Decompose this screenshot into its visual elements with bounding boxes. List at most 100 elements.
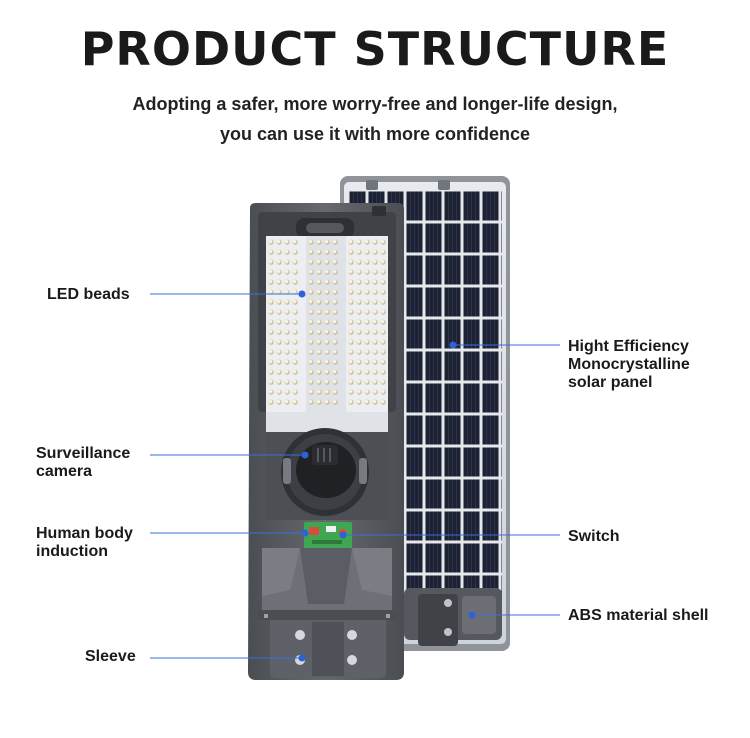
label-human-body-induction: Human body induction <box>36 525 133 561</box>
led-bead <box>364 269 370 275</box>
led-bead <box>356 319 362 325</box>
led-bead <box>372 369 378 375</box>
led-bead <box>324 349 330 355</box>
led-bead <box>348 359 354 365</box>
led-bead <box>332 359 338 365</box>
led-bead <box>292 249 298 255</box>
led-bead <box>348 239 354 245</box>
led-bead <box>308 259 314 265</box>
led-bead <box>380 309 386 315</box>
callout-dot-led-beads <box>298 290 306 298</box>
led-bead <box>332 299 338 305</box>
callout-dot-camera <box>301 451 309 459</box>
led-bead <box>356 399 362 405</box>
led-bead <box>356 349 362 355</box>
led-bead <box>292 379 298 385</box>
led-bead <box>284 269 290 275</box>
led-bead <box>316 389 322 395</box>
led-bead <box>364 379 370 385</box>
led-bead <box>324 289 330 295</box>
led-bead <box>332 349 338 355</box>
led-bead <box>316 259 322 265</box>
led-bead <box>356 239 362 245</box>
label-surveillance-line-1: Surveillance <box>36 445 131 462</box>
led-bead <box>308 269 314 275</box>
led-bead <box>324 319 330 325</box>
led-bead <box>356 339 362 345</box>
led-bead <box>276 339 282 345</box>
led-bead <box>380 279 386 285</box>
led-bead <box>308 299 314 305</box>
led-bead <box>308 339 314 345</box>
led-bead <box>268 319 274 325</box>
led-bead <box>316 309 322 315</box>
led-bead <box>332 389 338 395</box>
led-bead <box>372 239 378 245</box>
led-bead <box>324 309 330 315</box>
led-bead <box>316 379 322 385</box>
led-bead <box>316 399 322 405</box>
led-bead <box>348 339 354 345</box>
led-bead <box>284 329 290 335</box>
led-bead <box>380 369 386 375</box>
led-bead <box>308 359 314 365</box>
led-bead <box>372 339 378 345</box>
led-bead <box>292 329 298 335</box>
led-bead <box>292 349 298 355</box>
led-bead <box>276 319 282 325</box>
led-bead <box>324 269 330 275</box>
led-bead <box>292 339 298 345</box>
led-bead <box>292 359 298 365</box>
led-bead <box>380 359 386 365</box>
led-bead <box>372 359 378 365</box>
led-bead <box>268 329 274 335</box>
led-bead <box>356 279 362 285</box>
led-bead <box>356 259 362 265</box>
led-bead <box>308 329 314 335</box>
callout-dot-switch <box>339 531 347 539</box>
led-bead <box>364 309 370 315</box>
label-led-beads: LED beads <box>47 286 130 304</box>
led-bead <box>324 259 330 265</box>
led-bead <box>316 299 322 305</box>
led-bead <box>348 309 354 315</box>
led-bead <box>308 379 314 385</box>
led-bead <box>356 379 362 385</box>
led-bead <box>276 239 282 245</box>
led-bead <box>380 239 386 245</box>
led-bead <box>372 269 378 275</box>
led-bead <box>380 249 386 255</box>
label-abs-shell: ABS material shell <box>568 607 709 625</box>
led-bead <box>284 239 290 245</box>
battery-shell <box>258 548 398 620</box>
led-bead <box>276 259 282 265</box>
led-bead <box>268 399 274 405</box>
led-bead <box>332 269 338 275</box>
label-surveillance-line-2: camera <box>36 463 93 480</box>
led-bead <box>308 279 314 285</box>
led-bead <box>348 269 354 275</box>
led-bead <box>268 239 274 245</box>
led-bead <box>292 309 298 315</box>
pole-sleeve <box>270 620 386 678</box>
led-bead <box>348 369 354 375</box>
led-bead <box>276 299 282 305</box>
led-bead <box>372 289 378 295</box>
led-bead <box>372 299 378 305</box>
led-bead <box>356 299 362 305</box>
led-bead <box>284 369 290 375</box>
led-bead <box>364 279 370 285</box>
led-bead <box>356 309 362 315</box>
led-bead <box>308 309 314 315</box>
label-solar-line-3: solar panel <box>568 374 653 391</box>
led-bead <box>316 249 322 255</box>
label-solar-line-1: Hight Efficiency <box>568 338 689 355</box>
led-bead <box>292 319 298 325</box>
led-bead <box>356 369 362 375</box>
led-bead <box>356 359 362 365</box>
led-bead <box>316 369 322 375</box>
led-bead <box>364 399 370 405</box>
led-bead <box>324 249 330 255</box>
label-abs-shell-text: ABS material shell <box>568 607 709 624</box>
led-bead <box>356 249 362 255</box>
